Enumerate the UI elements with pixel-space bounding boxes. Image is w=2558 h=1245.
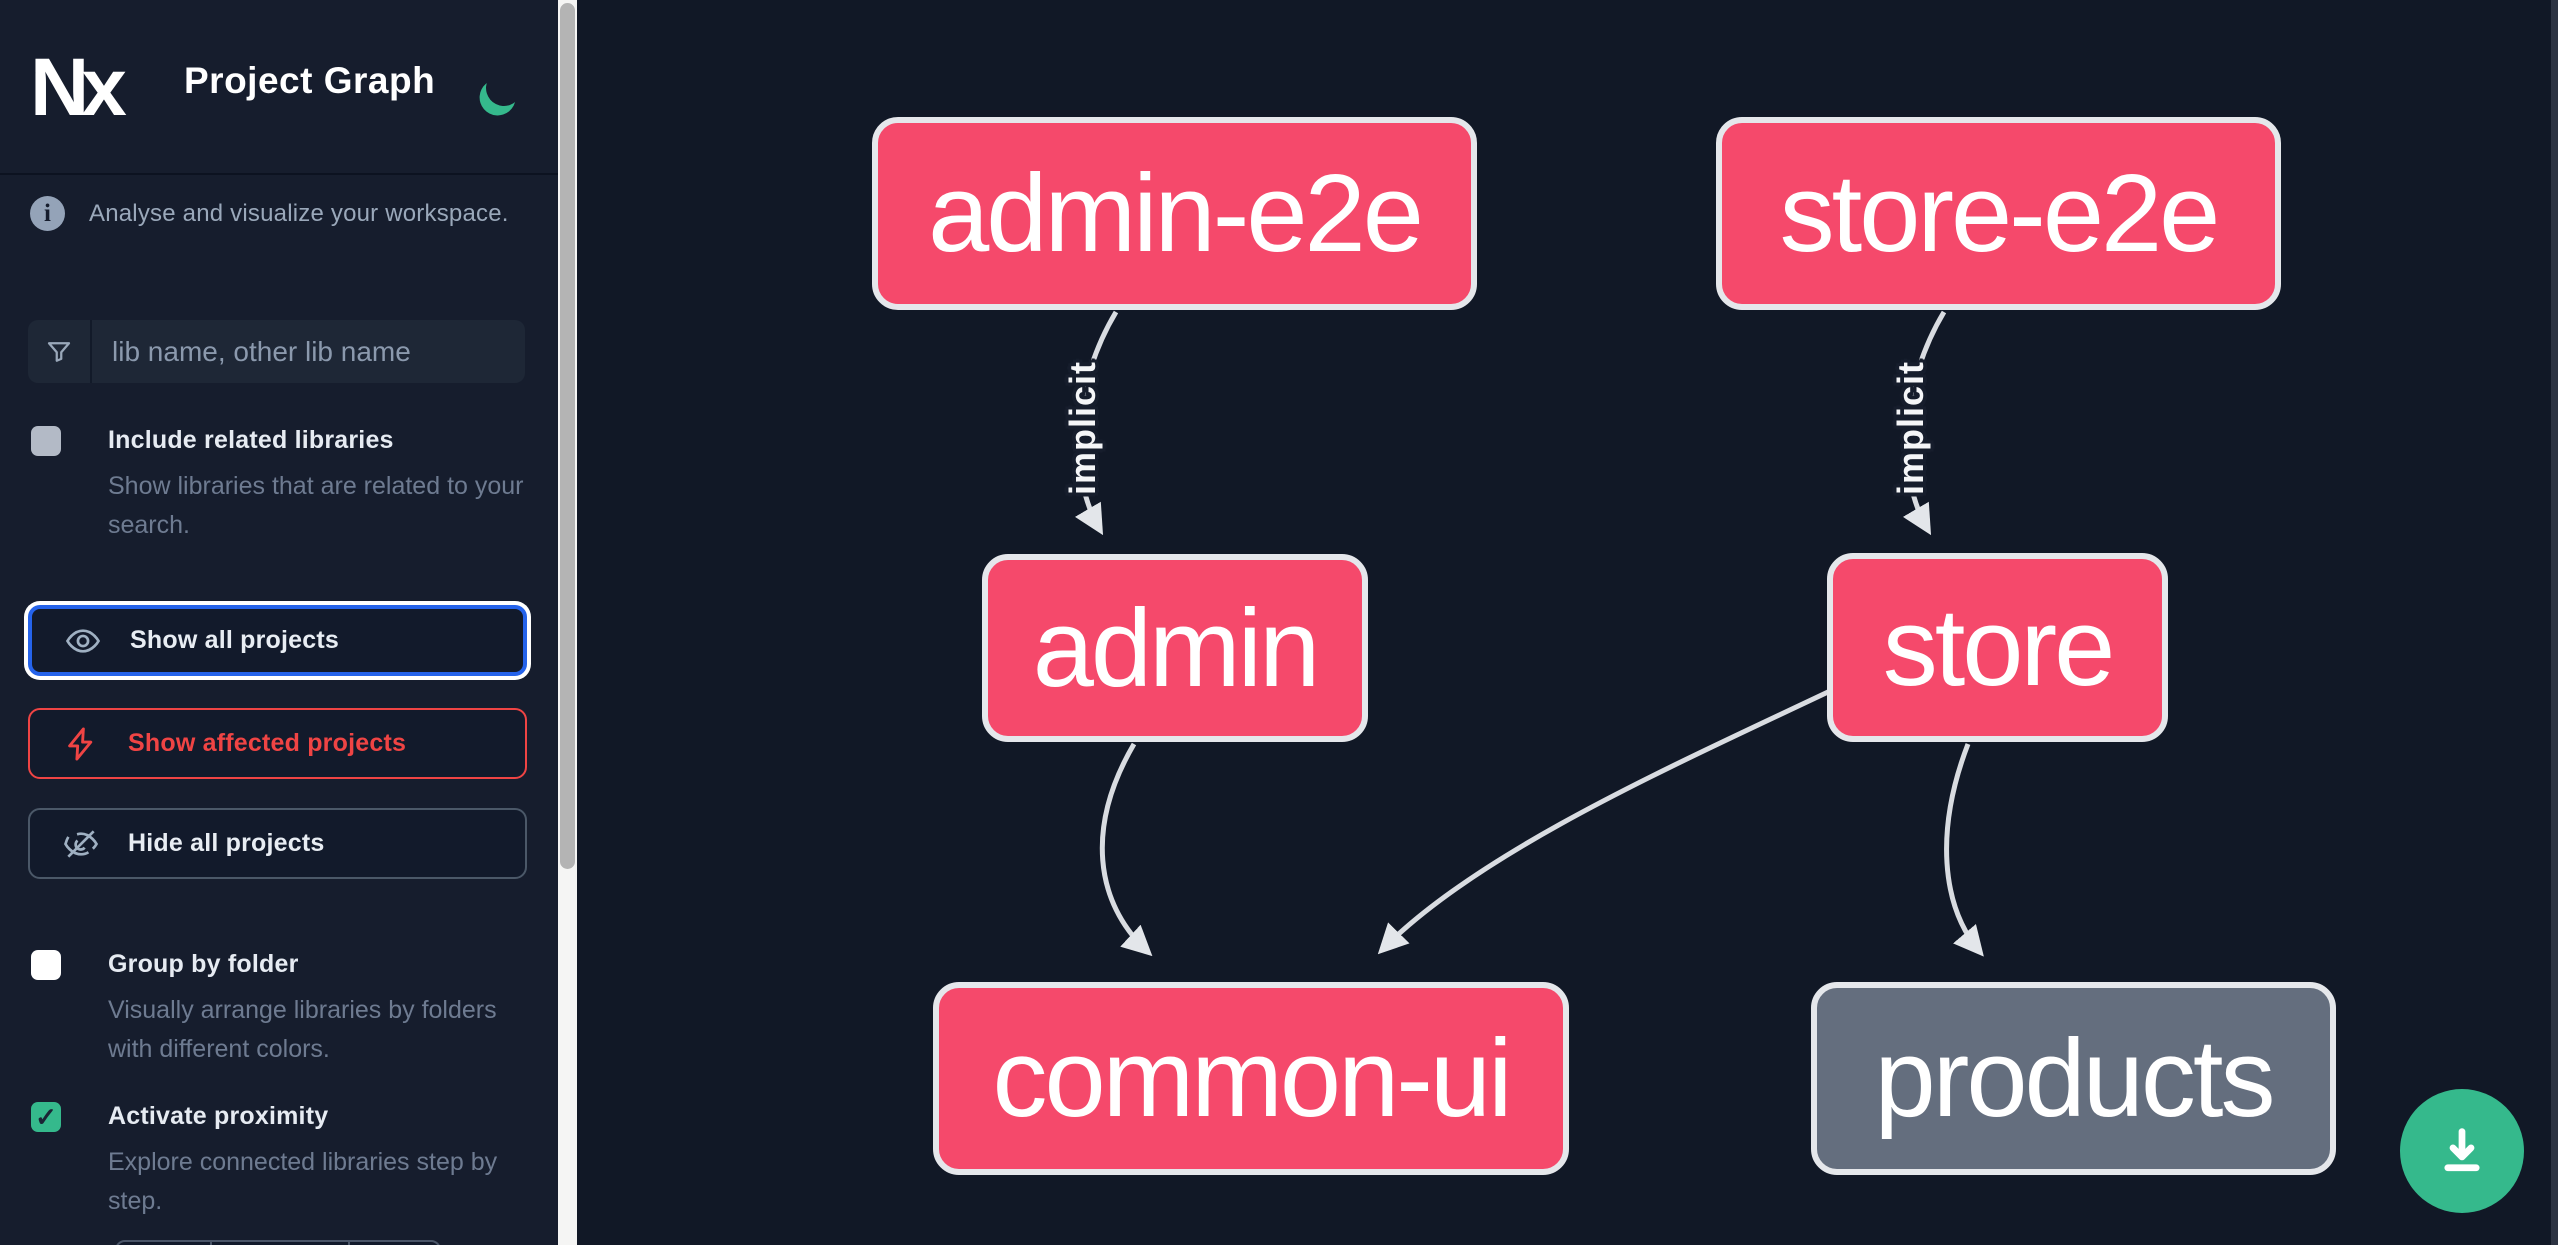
moon-icon[interactable] xyxy=(481,65,526,110)
hide-all-projects-button[interactable]: Hide all projects xyxy=(28,808,527,879)
button-label: Show all projects xyxy=(130,626,340,654)
sidebar-scrollbar-track[interactable] xyxy=(558,0,577,1245)
bolt-icon xyxy=(68,727,93,760)
eye-off-icon xyxy=(64,829,99,858)
search-box xyxy=(28,320,525,383)
node-store-e2e[interactable]: store-e2e xyxy=(1716,117,2281,310)
sidebar-scrollbar-thumb[interactable] xyxy=(560,3,575,869)
download-image-button[interactable] xyxy=(2400,1089,2524,1213)
download-icon xyxy=(2444,1128,2480,1172)
option-description: Explore connected libraries step by step… xyxy=(108,1148,498,1215)
show-all-projects-button[interactable]: Show all projects xyxy=(28,605,527,676)
page-title: Project Graph xyxy=(184,60,436,101)
button-label: Hide all projects xyxy=(128,829,325,857)
activate-proximity-checkbox[interactable]: ✓ xyxy=(31,1102,61,1132)
search-input[interactable] xyxy=(92,320,525,383)
info-icon: i xyxy=(30,196,65,231)
include-related-checkbox[interactable] xyxy=(31,426,61,456)
sidebar-header: Nx Project Graph xyxy=(0,0,558,175)
node-products[interactable]: products xyxy=(1811,982,2336,1175)
node-admin-e2e[interactable]: admin-e2e xyxy=(872,117,1477,310)
page-scrollbar[interactable] xyxy=(2551,0,2558,1245)
proximity-stepper[interactable] xyxy=(115,1240,441,1245)
sidebar: Nx Project Graph i Analyse and visualize… xyxy=(0,0,558,1245)
show-affected-projects-button[interactable]: Show affected projects xyxy=(28,708,527,779)
eye-icon xyxy=(65,628,101,653)
filter-icon xyxy=(28,320,92,383)
edge-label-implicit: implicit xyxy=(1890,360,1931,496)
node-store[interactable]: store xyxy=(1827,553,2168,742)
option-description: Show libraries that are related to your … xyxy=(108,472,524,539)
stepper-decrement[interactable] xyxy=(117,1242,212,1245)
stepper-value xyxy=(212,1242,350,1245)
option-description: Visually arrange libraries by folders wi… xyxy=(108,996,497,1063)
option-label: Group by folder xyxy=(108,950,299,978)
button-label: Show affected projects xyxy=(128,729,407,757)
option-label: Include related libraries xyxy=(108,426,394,454)
edge-label-implicit: implicit xyxy=(1062,360,1103,496)
node-admin[interactable]: admin xyxy=(982,554,1368,742)
tagline-row: i Analyse and visualize your workspace. xyxy=(30,196,509,231)
option-label: Activate proximity xyxy=(108,1102,329,1130)
node-common-ui[interactable]: common-ui xyxy=(933,982,1569,1175)
group-by-folder-checkbox[interactable] xyxy=(31,950,61,980)
nx-logo: Nx xyxy=(30,42,127,133)
tagline-text: Analyse and visualize your workspace. xyxy=(89,199,509,227)
